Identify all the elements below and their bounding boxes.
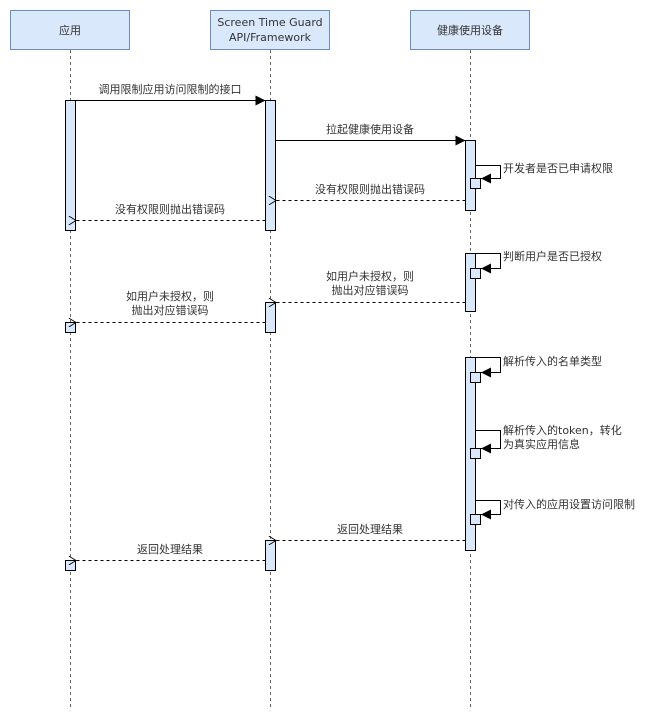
message-label-5: 没有权限则抛出错误码 <box>115 203 225 216</box>
message-label-6: 判断用户是否已授权 <box>503 250 602 263</box>
activation-app-3 <box>65 560 76 571</box>
message-arrow-6 <box>475 253 501 274</box>
message-label-4: 没有权限则抛出错误码 <box>315 183 425 196</box>
message-label-9: 解析传入的名单类型 <box>503 355 602 368</box>
message-label-2: 拉起健康使用设备 <box>326 123 414 136</box>
message-label-7: 如用户未授权，则 抛出对应错误码 <box>326 270 414 297</box>
participant-framework: Screen Time Guard API/Framework <box>210 10 330 50</box>
activation-framework-3 <box>265 540 276 571</box>
activation-app-1 <box>65 100 76 231</box>
message-arrow-3 <box>475 165 501 184</box>
activation-framework-1 <box>265 100 276 231</box>
activation-app-2 <box>65 322 76 333</box>
message-arrow-10 <box>475 430 501 454</box>
activation-device-2 <box>465 253 476 312</box>
message-label-8: 如用户未授权，则 抛出对应错误码 <box>126 290 214 317</box>
activation-device-self-2 <box>470 268 481 279</box>
participant-device: 健康使用设备 <box>410 10 530 50</box>
participant-app: 应用 <box>10 10 130 50</box>
activation-device-self-4 <box>470 448 481 459</box>
message-label-12: 返回处理结果 <box>337 523 403 536</box>
message-label-13: 返回处理结果 <box>137 543 203 556</box>
activation-device-self-5 <box>470 514 481 525</box>
message-arrow-9 <box>475 357 501 378</box>
message-label-1: 调用限制应用访问限制的接口 <box>98 83 242 96</box>
message-label-10: 解析传入的token，转化 为真实应用信息 <box>503 424 622 451</box>
activation-framework-2 <box>265 302 276 333</box>
message-arrow-11 <box>475 500 501 520</box>
activation-device-1 <box>465 140 476 211</box>
activation-device-self-3 <box>470 372 481 383</box>
message-label-3: 开发者是否已申请权限 <box>503 162 613 175</box>
message-label-11: 对传入的应用设置访问限制 <box>503 498 635 511</box>
activation-device-self-1 <box>470 178 481 189</box>
